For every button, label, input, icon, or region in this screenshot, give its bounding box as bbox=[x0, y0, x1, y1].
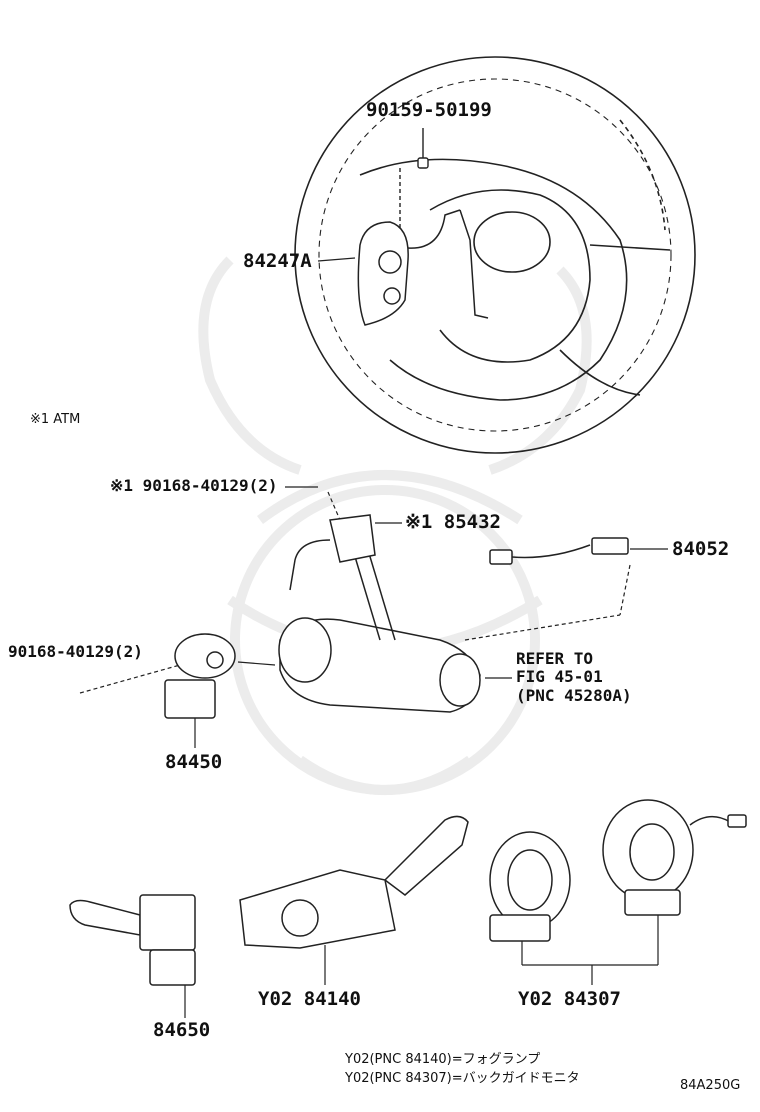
watermark-crest bbox=[198, 256, 592, 795]
label-84450: 84450 bbox=[165, 751, 223, 773]
steering-pad-switch bbox=[357, 209, 489, 326]
part-84450 bbox=[164, 633, 236, 719]
refer-line-3: (PNC 45280A) bbox=[516, 685, 632, 705]
label-84307: Y02 84307 bbox=[518, 988, 621, 1010]
label-90159-50199: 90159-50199 bbox=[366, 99, 492, 121]
label-84247a: 84247A bbox=[243, 250, 312, 272]
part-85432 bbox=[289, 514, 376, 591]
screw-90159 bbox=[399, 128, 429, 228]
footnote-84307: Y02(PNC 84307)=バックガイドモニタ bbox=[345, 1071, 580, 1086]
label-90168-40129-left: 90168-40129(2) bbox=[8, 642, 143, 661]
column-assembly bbox=[278, 539, 481, 713]
label-84650: 84650 bbox=[153, 1019, 211, 1041]
steering-wheel bbox=[294, 56, 696, 454]
part-84650 bbox=[69, 894, 196, 986]
label-84052: 84052 bbox=[672, 538, 730, 560]
refer-to-note: REFER TO FIG 45-01 (PNC 45280A) bbox=[516, 649, 632, 705]
part-84140 bbox=[239, 815, 469, 949]
label-85432: ※1 85432 bbox=[405, 511, 501, 533]
figure-code: 84A250G bbox=[680, 1078, 741, 1093]
label-90168-40129-top: ※1 90168-40129(2) bbox=[110, 476, 278, 495]
refer-line-2: FIG 45-01 bbox=[516, 667, 603, 687]
refer-line-1: REFER TO bbox=[516, 649, 594, 668]
footnote-84140: Y02(PNC 84140)=フォグランプ bbox=[345, 1052, 541, 1067]
part-84307 bbox=[489, 799, 747, 942]
part-84052 bbox=[489, 537, 629, 565]
label-84140: Y02 84140 bbox=[258, 988, 361, 1010]
label-atm-note: ※1 ATM bbox=[30, 412, 81, 427]
